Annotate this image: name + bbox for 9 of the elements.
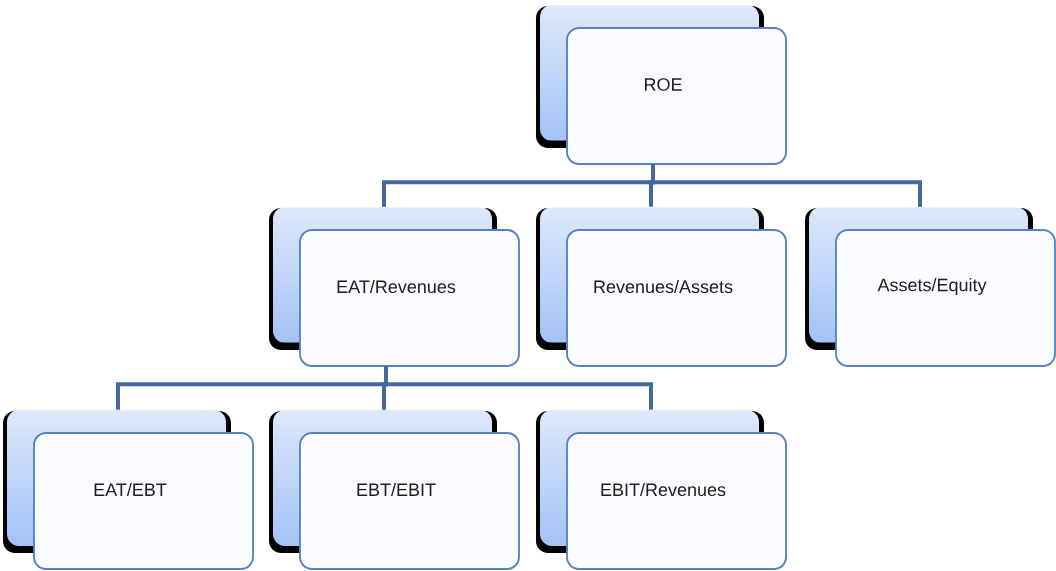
connector-line [651,164,922,207]
org-chart-box: EBIT/Revenues [536,410,787,570]
org-chart-box: EBT/EBIT [269,410,520,570]
org-chart-box: ROE [536,5,787,165]
org-chart-box: Assets/Equity [805,207,1056,367]
connector-line [384,366,653,410]
org-chart-box: EAT/Revenues [269,207,520,367]
org-chart-box: EAT/EBT [3,410,254,570]
org-chart-box: Revenues/Assets [536,207,787,367]
